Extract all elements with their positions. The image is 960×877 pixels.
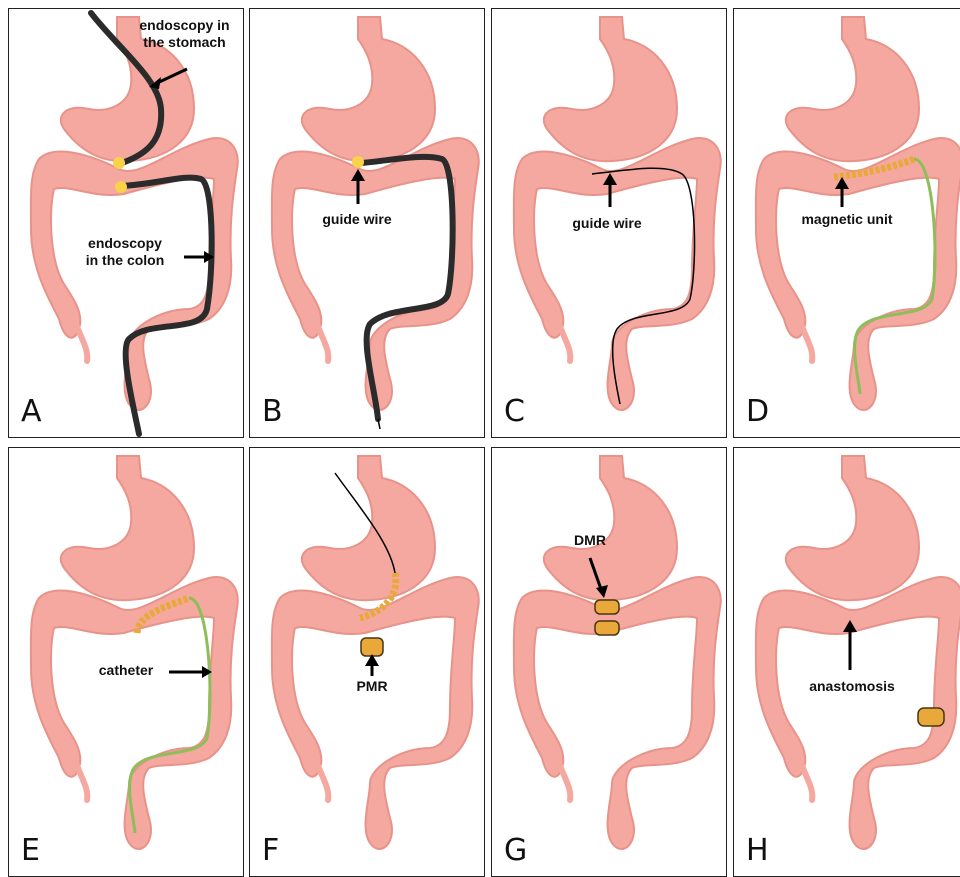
panel-letter: B <box>262 394 283 429</box>
label-dmr: DMR <box>560 532 620 549</box>
pmr-magnet <box>595 621 619 635</box>
panel-letter: H <box>746 833 769 868</box>
panel-e: catheter E <box>8 447 244 877</box>
label-catheter: catheter <box>81 662 171 679</box>
panel-letter: A <box>21 394 42 429</box>
colonic-endoscope-tip <box>115 181 127 193</box>
panel-g: DMR G <box>491 447 727 877</box>
gastric-endoscope-tip <box>113 157 125 169</box>
panel-letter: E <box>21 833 40 868</box>
panel-f: PMR F <box>249 447 485 877</box>
panel-a: endoscopy in the stomach endoscopy in th… <box>8 8 244 438</box>
dmr-magnet <box>595 600 619 614</box>
panel-c: guide wire C <box>491 8 727 438</box>
guide-wire <box>592 168 695 404</box>
panel-d: magnetic unit D <box>733 8 960 438</box>
label-endoscopy-stomach: endoscopy in the stomach <box>127 17 242 51</box>
panel-letter: C <box>504 394 525 429</box>
anatomy-illustration <box>734 448 960 877</box>
label-magnetic-unit: magnetic unit <box>782 211 912 228</box>
endoscope-tip <box>352 156 364 168</box>
pmr-magnet <box>361 638 383 656</box>
label-guide-wire: guide wire <box>302 211 412 228</box>
panel-letter: G <box>504 833 527 868</box>
label-pmr: PMR <box>342 678 402 695</box>
expelled-magnet <box>918 708 944 726</box>
label-endoscopy-colon: endoscopy in the colon <box>65 235 185 269</box>
label-guide-wire: guide wire <box>552 215 662 232</box>
anatomy-illustration <box>9 9 244 438</box>
panel-letter: D <box>746 394 769 429</box>
panel-h: anastomosis H <box>733 447 960 877</box>
panel-b: guide wire B <box>249 8 485 438</box>
label-anastomosis: anastomosis <box>792 678 912 695</box>
anatomy-illustration <box>250 448 485 877</box>
panel-letter: F <box>262 833 279 868</box>
anatomy-illustration <box>492 448 727 877</box>
